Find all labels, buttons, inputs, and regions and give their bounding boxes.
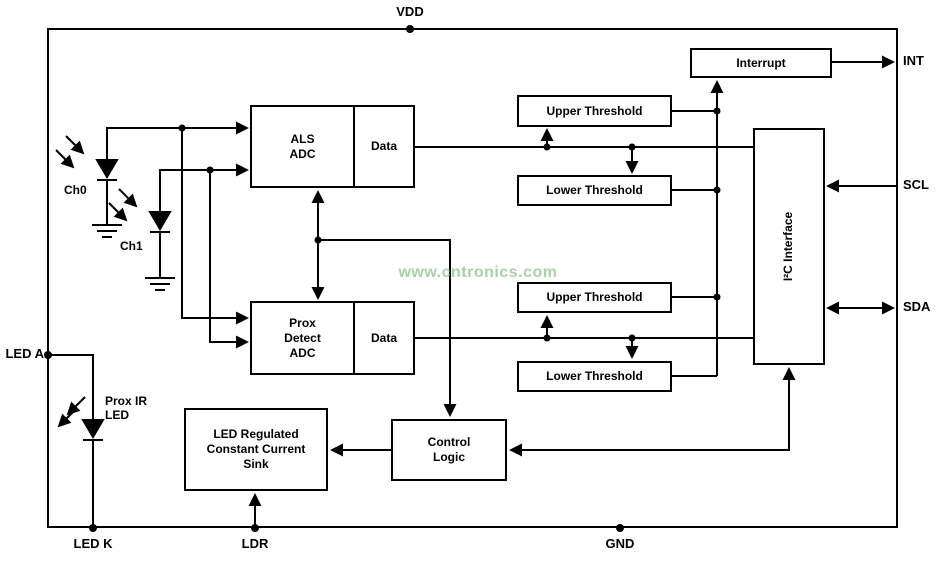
wire-to-control-logic [318,239,457,417]
interrupt-block: Interrupt [690,48,832,78]
pin-gnd: GND [605,536,635,551]
als-data-label: Data [353,107,413,186]
als-adc-block: ALS ADC Data [250,105,415,188]
led-sink-block: LED Regulated Constant Current Sink [184,408,328,491]
pin-led-k: LED K [73,536,113,551]
als-adc-label: ALS ADC [289,131,316,161]
prox-upper-threshold-block: Upper Threshold [517,282,672,313]
als-upper-threshold-block: Upper Threshold [517,95,672,127]
prox-adc-block: Prox Detect ADC Data [250,301,415,375]
wire-als-data-bus [415,128,753,174]
ch1-photodiode-symbol [108,188,175,291]
wire-threshold-collector [672,80,724,377]
ch0-photodiode-symbol [55,135,122,238]
wire-ch1-to-adcs [159,163,249,349]
prox-ir-led-symbol [57,396,105,441]
wire-prox-data-bus [415,315,753,359]
pin-ldr: LDR [241,536,269,551]
prox-adc-label: Prox Detect ADC [284,315,321,360]
wire-ch0-to-als-adc [106,121,249,325]
control-logic-block: Control Logic [391,419,507,481]
i2c-interface-block: I²C Interface [753,128,825,365]
ch1-label: Ch1 [120,239,143,253]
chip-boundary [47,28,898,528]
wire-led-anode [47,354,94,420]
junction-dots [44,25,721,532]
prox-ir-led-label: Prox IR LED [105,394,148,422]
pin-int: INT [903,53,924,68]
i2c-interface-label: I²C Interface [781,211,796,282]
prox-data-label: Data [353,303,413,373]
pin-vdd: VDD [396,4,424,19]
ch0-label: Ch0 [64,183,87,197]
prox-lower-threshold-block: Lower Threshold [517,361,672,392]
pin-sda: SDA [903,299,931,314]
pin-scl: SCL [903,177,929,192]
als-lower-threshold-block: Lower Threshold [517,175,672,206]
pin-led-a: LED A [5,346,44,361]
wire-i2c-control [509,367,796,457]
